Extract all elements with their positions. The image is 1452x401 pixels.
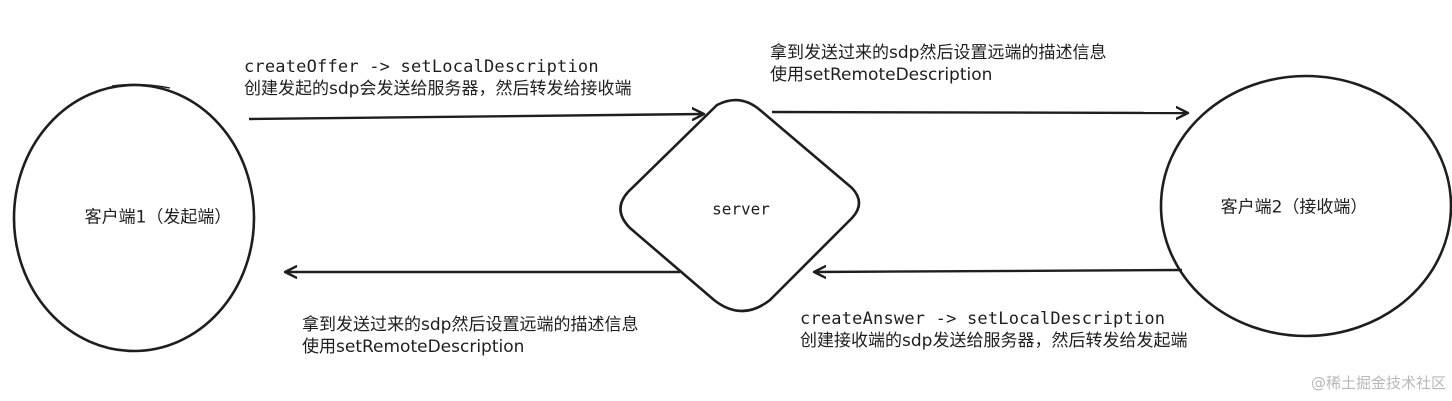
offer-description-text: 创建发起的sdp会发送给服务器，然后转发给接收端 [244,79,632,99]
watermark: @稀土掘金技术社区 [1310,374,1446,392]
forward-to-client2-method-text: 使用setRemoteDescription [770,65,993,85]
answer-method-text: createAnswer -> setLocalDescription [800,309,1166,329]
forward-to-client2-edge-label: 拿到发送过来的sdp然后设置远端的描述信息 使用setRemoteDescrip… [770,42,1106,86]
client1-label: 客户端1（发起端） [84,207,232,228]
offer-method-text: createOffer -> setLocalDescription [244,57,599,77]
arrow-forward-to-client2 [771,112,1188,113]
arrow-offer [248,114,704,119]
answer-edge-label: createAnswer -> setLocalDescription 创建接收… [800,308,1187,352]
arrow-answer [814,270,1183,272]
client1-circle-sketch [111,83,171,89]
server-diamond [619,98,861,313]
forward-to-client1-description-text: 拿到发送过来的sdp然后设置远端的描述信息 [302,315,639,335]
offer-edge-label: createOffer -> setLocalDescription 创建发起的… [244,56,631,100]
client2-label: 客户端2（接收端） [1220,197,1368,218]
client2-circle [1159,74,1452,338]
forward-to-client2-description-text: 拿到发送过来的sdp然后设置远端的描述信息 [770,43,1107,63]
forward-to-client1-edge-label: 拿到发送过来的sdp然后设置远端的描述信息 使用setRemoteDescrip… [302,314,638,358]
server-label: server [712,199,770,219]
answer-description-text: 创建接收端的sdp发送给服务器，然后转发给发起端 [800,331,1188,351]
forward-to-client1-method-text: 使用setRemoteDescription [302,337,525,357]
